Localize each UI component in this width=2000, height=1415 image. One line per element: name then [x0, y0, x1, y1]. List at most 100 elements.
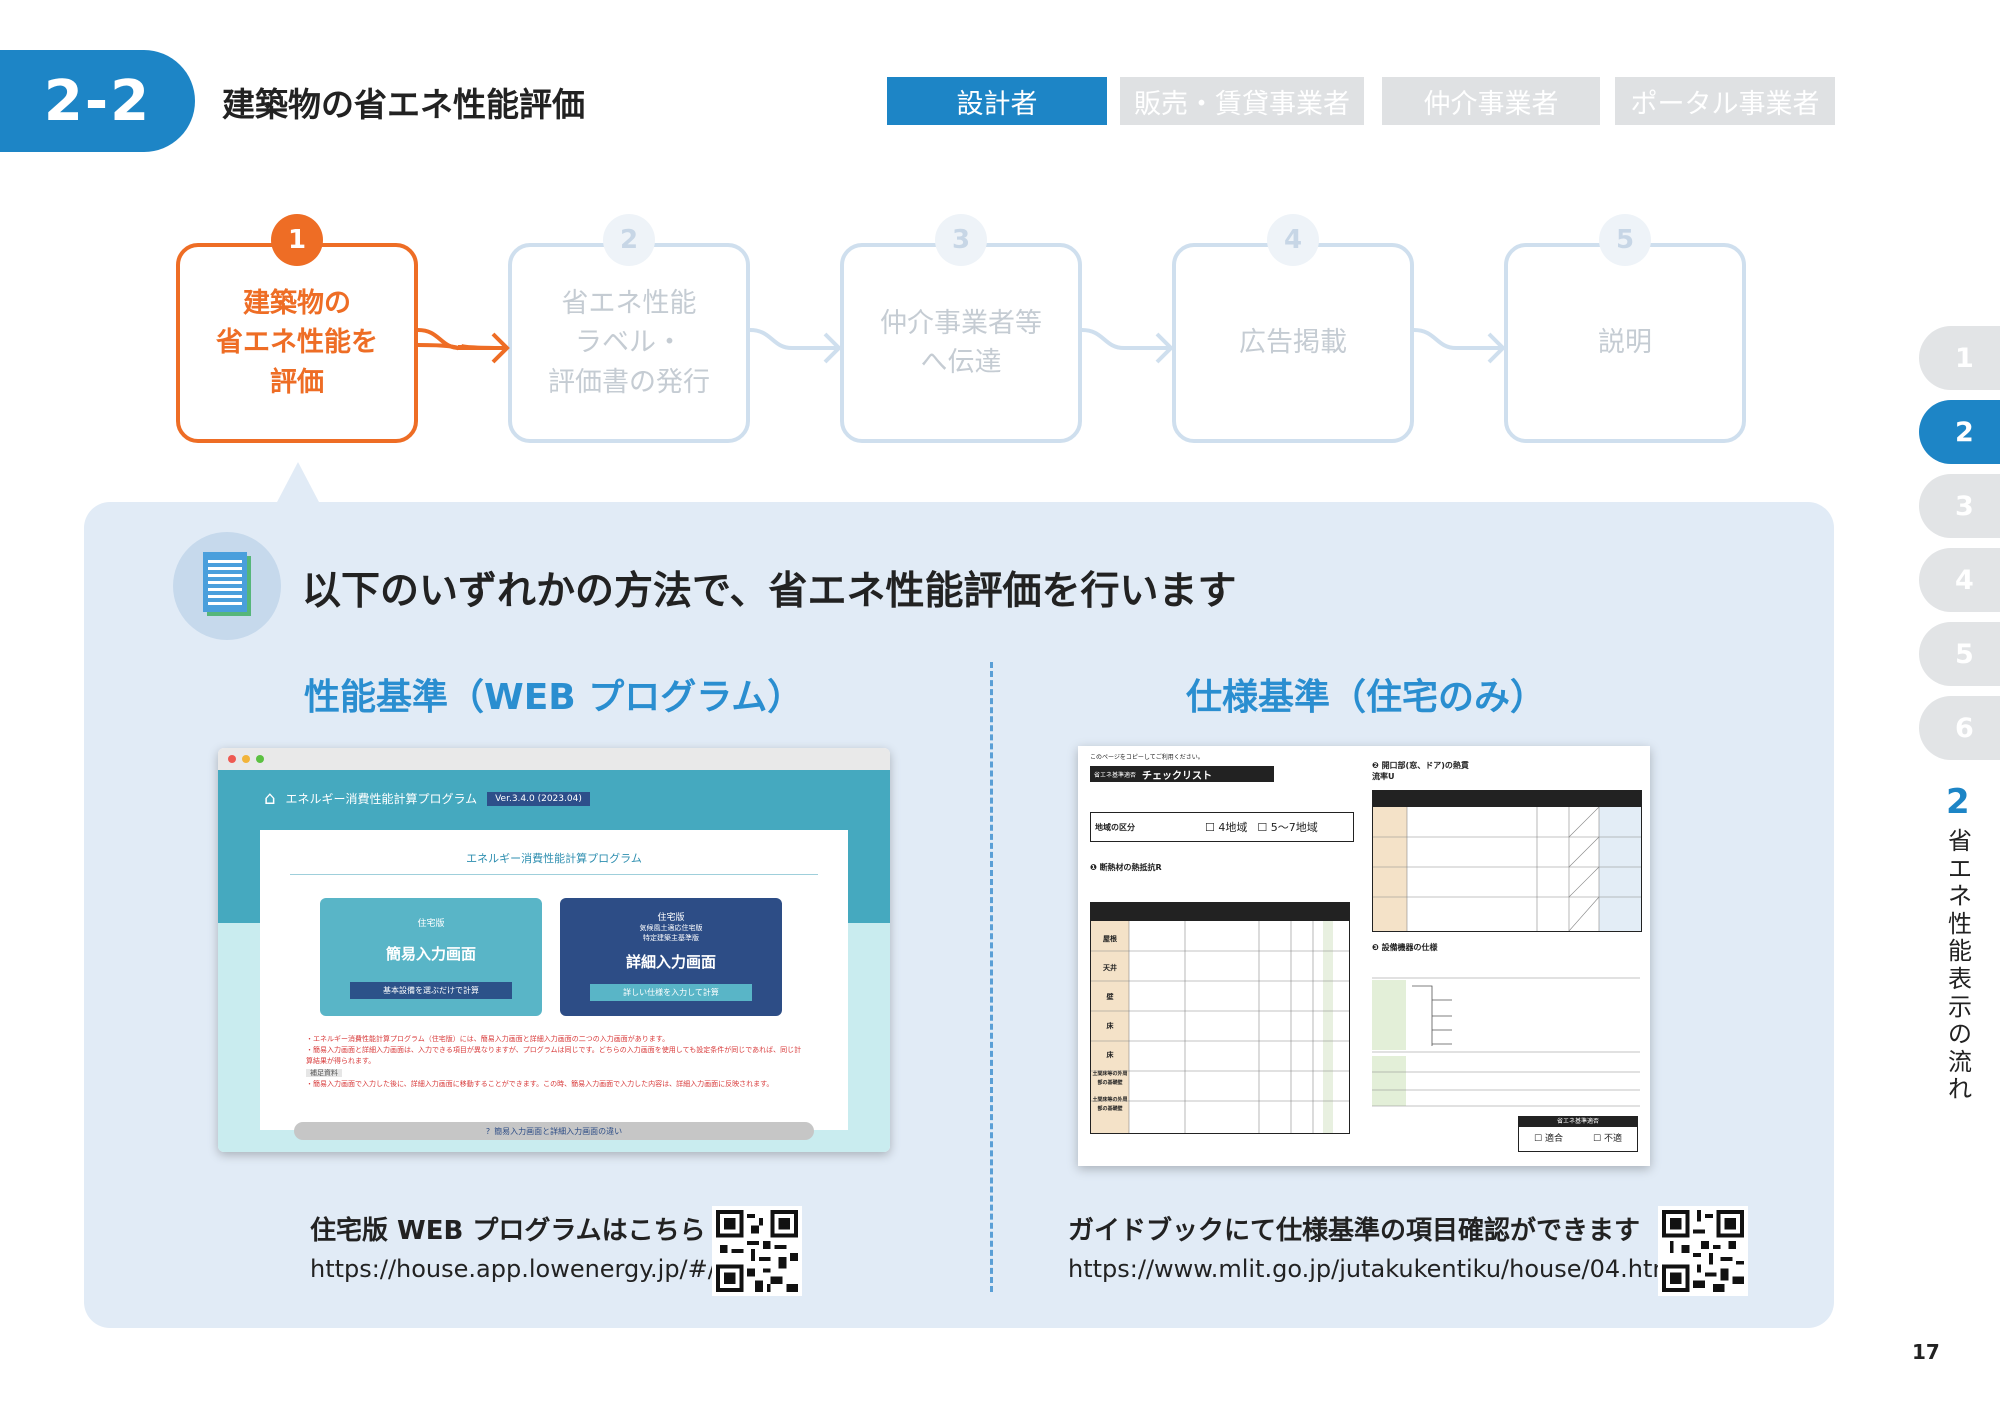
- checklist-top-note: このページをコピーしてご利用ください。: [1090, 754, 1204, 761]
- checklist-row-label: 屋根: [1103, 935, 1117, 943]
- right-caption-block: ガイドブックにて仕様基準の項目確認ができます https://www.mlit.…: [1068, 1212, 1682, 1287]
- minimize-dot-icon: [242, 755, 250, 763]
- checklist-row-label: 土間床等の外周部の基礎壁: [1092, 1071, 1128, 1086]
- browser-titlebar: [218, 748, 890, 770]
- side-current-number: 2: [1946, 782, 1970, 822]
- supplement-link[interactable]: 補足資料: [306, 1068, 342, 1077]
- section2-heading: ❷ 開口部(窓、ドア)の熱貫流率U: [1372, 761, 1469, 781]
- web-program-caption: 住宅版 WEB プログラムはこちら: [310, 1216, 706, 1246]
- detail-input-sub: 住宅版: [657, 913, 685, 923]
- detail-input-note: 詳しい仕様を入力して計算: [590, 984, 752, 1001]
- insulation-table: 屋根 天井 壁 床 床 土間床等の外周部の基礎壁 土間床等の外周部の基礎壁: [1090, 902, 1350, 1134]
- web-program-url[interactable]: https://house.app.lowenergy.jp/#/: [310, 1255, 716, 1283]
- section-title: 建築物の省エネ性能評価: [222, 85, 585, 124]
- guidebook-url[interactable]: https://www.mlit.go.jp/jutakukentiku/hou…: [1068, 1255, 1683, 1283]
- document-icon: [173, 532, 281, 640]
- flow-step-1-line: 建築物の: [243, 288, 351, 320]
- result-ng: 不適: [1603, 1134, 1622, 1144]
- flow-step-2-line: 省エネ性能: [561, 288, 697, 320]
- audience-tab-broker: 仲介事業者: [1382, 77, 1600, 125]
- flow-connectors: [417, 328, 1506, 364]
- checklist-row-label: 天井: [1103, 964, 1117, 972]
- side-index-4[interactable]: 4: [1919, 548, 2000, 612]
- opening-table: [1372, 790, 1642, 932]
- region-option-b: 5〜7地域: [1270, 821, 1318, 834]
- panel-pointer: [276, 462, 320, 504]
- checklist-result-label: 省エネ基準適否: [1519, 1117, 1637, 1127]
- simple-input-note: 基本設備を選ぶだけで計算: [350, 982, 512, 999]
- checklist-row-label: 床: [1106, 1051, 1114, 1059]
- flow-step-4: 広告掲載: [1172, 243, 1414, 443]
- flow-step-1: 建築物の省エネ性能を評価: [176, 243, 418, 443]
- program-note: ・簡易入力画面で入力した後に、詳細入力画面に移動することができます。この時、簡易…: [306, 1079, 774, 1088]
- checklist-row-label: 土間床等の外周部の基礎壁: [1092, 1097, 1128, 1112]
- flow-step-5-line: 説明: [1598, 327, 1652, 359]
- audience-tab-designer: 設計者: [887, 77, 1107, 125]
- checklist-row-label: 床: [1106, 1022, 1114, 1030]
- section3-heading: ❸ 設備機器の仕様: [1372, 943, 1438, 952]
- checklist-title-label: 省エネ基準適否: [1094, 771, 1137, 779]
- detail-input-sub2: 気候風土適応住宅版: [639, 924, 703, 932]
- checklist-title: 省エネ基準適否 チェックリスト: [1090, 766, 1274, 782]
- section-number: 2-2: [0, 50, 195, 152]
- detail-input-button[interactable]: 住宅版 気候風土適応住宅版 特定建築主基準版 詳細入力画面 詳しい仕様を入力して…: [560, 898, 782, 1016]
- close-dot-icon: [228, 755, 236, 763]
- flow-step-2-line: 評価書の発行: [548, 366, 710, 398]
- flow-step-3-line: 仲介事業者等: [880, 307, 1042, 339]
- equipment-table: [1372, 960, 1640, 1108]
- side-index-2[interactable]: 2: [1919, 400, 2000, 464]
- section1-heading: ❶ 断熱材の熱抵抗R: [1090, 863, 1162, 872]
- flow-step-3: 仲介事業者等へ伝達: [840, 243, 1082, 443]
- house-icon: ⌂: [264, 788, 276, 809]
- guidebook-caption: ガイドブックにて仕様基準の項目確認ができます: [1068, 1216, 1641, 1246]
- region-box: 地域の区分 ☐ 4地域 ☐ 5〜7地域: [1090, 812, 1354, 842]
- flow-step-3-line: へ伝達: [920, 347, 1002, 378]
- program-note: ・エネルギー消費性能計算プログラム（住宅版）には、簡易入力画面と詳細入力画面の二…: [306, 1035, 670, 1043]
- web-program-screenshot: ⌂ エネルギー消費性能計算プログラム Ver.3.4.0 (2023.04) エ…: [218, 748, 890, 1152]
- side-index-3[interactable]: 3: [1919, 474, 2000, 538]
- left-method-title: 性能基準（WEB プログラム）: [304, 677, 804, 718]
- result-ok: 適合: [1544, 1134, 1563, 1144]
- detail-input-sub3: 特定建築主基準版: [643, 934, 699, 942]
- audience-tab-portal: ポータル事業者: [1615, 77, 1835, 125]
- version-badge: Ver.3.4.0 (2023.04): [487, 791, 590, 806]
- flow-step-1-line: 評価: [270, 366, 324, 398]
- flow-step-2-number: 2: [603, 214, 655, 266]
- checklist-title-text: チェックリスト: [1142, 770, 1213, 782]
- difference-link[interactable]: ? 簡易入力画面と詳細入力画面の違い: [294, 1122, 814, 1140]
- web-program-qr-code[interactable]: [712, 1206, 802, 1296]
- right-method-title: 仕様基準（住宅のみ）: [1186, 677, 1547, 718]
- maximize-dot-icon: [256, 755, 264, 763]
- difference-link-label: 簡易入力画面と詳細入力画面の違い: [494, 1126, 623, 1136]
- inner-title: エネルギー消費性能計算プログラム: [466, 852, 642, 865]
- side-index-5[interactable]: 5: [1919, 622, 2000, 686]
- side-index-6[interactable]: 6: [1919, 696, 2000, 760]
- flow-step-1-line: 省エネ性能を: [216, 327, 378, 359]
- simple-input-button[interactable]: 住宅版 簡易入力画面 基本設備を選ぶだけで計算: [320, 898, 542, 1016]
- flow-step-4-line: 広告掲載: [1239, 327, 1347, 359]
- region-label: 地域の区分: [1095, 822, 1135, 832]
- help-icon: ?: [485, 1126, 491, 1136]
- page-number: 17: [1912, 1340, 1940, 1364]
- app-title: エネルギー消費性能計算プログラム: [285, 792, 478, 806]
- flow-step-5: 説明: [1504, 243, 1746, 443]
- left-caption-block: 住宅版 WEB プログラムはこちら https://house.app.lowe…: [310, 1212, 716, 1287]
- flow-step-3-number: 3: [935, 214, 987, 266]
- simple-input-sub: 住宅版: [417, 919, 445, 929]
- side-index-1[interactable]: 1: [1919, 326, 2000, 390]
- detail-input-label: 詳細入力画面: [625, 953, 716, 971]
- checklist-result-box: 省エネ基準適否 ☐ 適合 ☐ 不適: [1518, 1116, 1638, 1152]
- checklist-row-label: 壁: [1106, 993, 1114, 1001]
- program-note: ・簡易入力画面と詳細入力画面は、入力できる項目が異なりますが、プログラムは同じで…: [306, 1046, 802, 1066]
- flow-step-2-line: ラベル・: [575, 327, 683, 359]
- flow-step-2: 省エネ性能ラベル・評価書の発行: [508, 243, 750, 443]
- checklist-document: このページをコピーしてご利用ください。 省エネ基準適否 チェックリスト 地域の区…: [1078, 746, 1650, 1166]
- flow-step-1-number: 1: [271, 214, 323, 266]
- flow-step-5-number: 5: [1599, 214, 1651, 266]
- panel-lead: 以下のいずれかの方法で、省エネ性能評価を行います: [302, 569, 1237, 614]
- side-current-label: 省エネ性能表示の流れ: [1948, 827, 1972, 1104]
- guidebook-qr-code[interactable]: [1658, 1206, 1748, 1296]
- audience-tab-seller: 販売・賃貸事業者: [1120, 77, 1364, 125]
- simple-input-label: 簡易入力画面: [385, 945, 476, 963]
- region-option-a: 4地域: [1218, 821, 1248, 834]
